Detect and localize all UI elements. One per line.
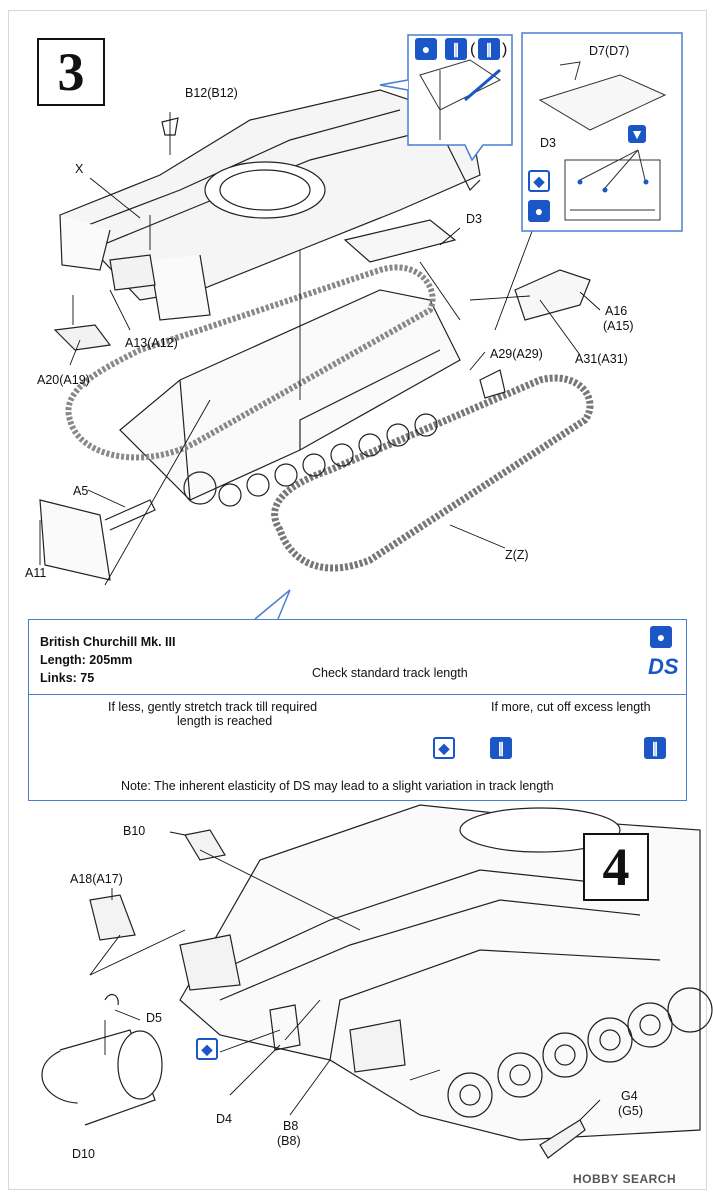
if-more-text: If more, cut off excess length	[491, 700, 651, 714]
cement-icon: ∥	[490, 737, 512, 759]
remove-icon: ◆	[528, 170, 550, 192]
part-label-b8-alt: (B8)	[277, 1134, 301, 1148]
part-label-d5: D5	[146, 1011, 162, 1025]
ds-logo: DS	[648, 654, 679, 679]
part-label-d10: D10	[72, 1147, 95, 1161]
part-label-d3: D3	[466, 212, 482, 226]
part-label-b10: B10	[123, 824, 146, 838]
part-label-g5: (G5)	[618, 1104, 643, 1118]
track-links: Links: 75	[40, 671, 95, 685]
part-label-z: Z(Z)	[505, 548, 529, 562]
glue-icon: ●	[650, 626, 672, 648]
part-label-b12: B12(B12)	[185, 86, 238, 100]
cement-icon: ∥	[478, 38, 500, 60]
remove-icon: ◆	[433, 737, 455, 759]
part-label-a11: A11	[25, 566, 47, 580]
part-label-g4: G4	[621, 1089, 638, 1103]
part-label-a29: A29(A29)	[490, 347, 543, 361]
drill-icon: ▼	[628, 125, 646, 143]
paren-open: (	[470, 41, 476, 58]
part-label-a20: A20(A19)	[37, 373, 90, 387]
cement-icon: ∥	[445, 38, 467, 60]
glue-icon: ●	[415, 38, 437, 60]
part-label-x: X	[75, 162, 84, 176]
step-number-3: 3	[37, 38, 105, 106]
part-label-a16: A16	[605, 304, 628, 318]
if-less-text-2: length is reached	[177, 714, 273, 728]
step-number-4: 4	[583, 833, 649, 901]
watermark: HOBBY SEARCH	[573, 1172, 677, 1186]
track-length: Length: 205mm	[40, 653, 133, 667]
part-label-d7: D7(D7)	[589, 44, 630, 58]
part-label-a18: A18(A17)	[70, 872, 123, 886]
part-label-d4: D4	[216, 1112, 232, 1126]
part-label-a5: A5	[73, 484, 89, 498]
model-name: British Churchill Mk. III	[40, 635, 176, 649]
part-label-d3-inset: D3	[540, 136, 556, 150]
part-label-a13: A13(A12)	[125, 336, 178, 350]
remove-icon: ◆	[196, 1038, 218, 1060]
paren-close: )	[502, 41, 508, 58]
page-frame	[8, 10, 707, 1190]
part-label-a31: A31(A31)	[575, 352, 628, 366]
elasticity-note: Note: The inherent elasticity of DS may …	[121, 779, 554, 793]
part-label-a15: (A15)	[603, 319, 634, 333]
part-label-b8: B8	[283, 1119, 299, 1133]
check-length-text: Check standard track length	[312, 666, 468, 680]
if-less-text-1: If less, gently stretch track till requi…	[108, 700, 318, 714]
cement-icon: ∥	[644, 737, 666, 759]
glue-icon: ●	[528, 200, 550, 222]
track-adjust-panel	[28, 694, 687, 801]
